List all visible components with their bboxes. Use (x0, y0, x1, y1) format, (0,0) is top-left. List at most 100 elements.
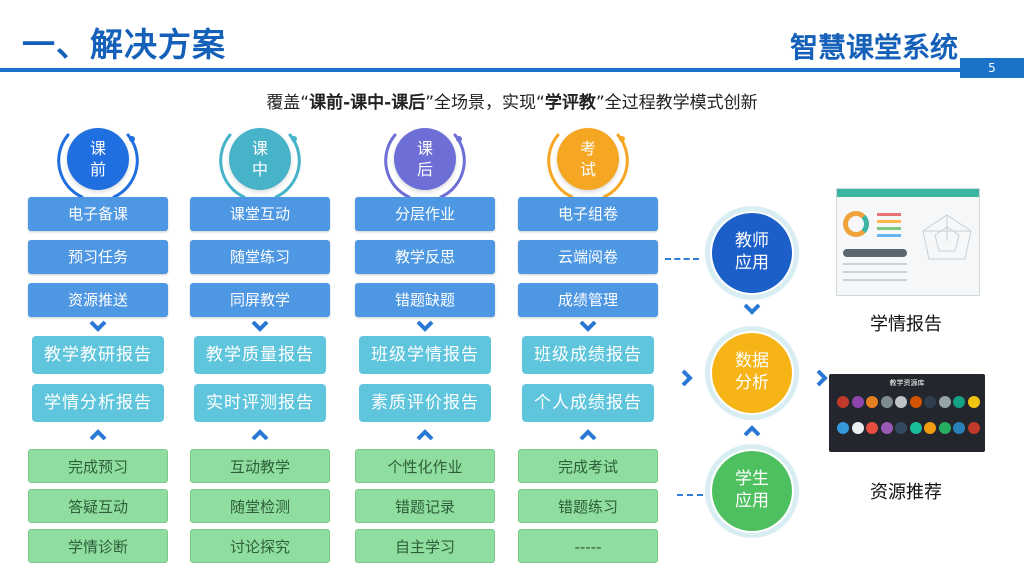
resource-caption: 资源推荐 (870, 482, 942, 503)
phase-circle[interactable]: 课后 (394, 128, 456, 190)
phase-ring-arc (57, 133, 139, 199)
phase-circle-char: 课 (89, 139, 106, 158)
student-task-box[interactable]: 互动教学 (190, 449, 330, 483)
chevron-down-icon (579, 320, 597, 332)
resource-thumb-dot (909, 422, 922, 434)
resource-thumb-title: 教学资源库 (889, 379, 925, 387)
report-box[interactable]: 学情分析报告 (32, 384, 164, 422)
resource-thumb-dot (866, 422, 878, 434)
phase-circle[interactable]: 考试 (557, 128, 619, 190)
resource-thumb-dot (953, 422, 965, 434)
chevron-down-icon (89, 320, 107, 332)
resource-thumb-dot (837, 396, 849, 408)
chevron-down-icon (251, 320, 269, 332)
teacher-app-circle[interactable]: 教师 应用 (712, 213, 792, 293)
student-task-box[interactable]: 错题记录 (355, 489, 495, 523)
report-box[interactable]: 实时评测报告 (194, 384, 326, 422)
student-task-box[interactable]: 学情诊断 (28, 529, 168, 563)
resource-thumb-dot (895, 422, 907, 434)
header-divider (0, 68, 960, 72)
resource-thumb-dot (967, 396, 980, 408)
resource-thumb-dot (924, 396, 936, 408)
resource-thumb-dot (880, 422, 893, 434)
data-analysis-circle[interactable]: 数据 分析 (712, 333, 792, 413)
phase-circle-char: 试 (579, 160, 596, 179)
resource-thumb-dot (866, 396, 878, 408)
student-task-box[interactable]: ----- (518, 529, 658, 563)
resource-thumb-dot (953, 396, 965, 408)
chevron-up-icon (743, 425, 761, 437)
phase-circle-char: 课 (251, 139, 268, 158)
feature-box[interactable]: 预习任务 (28, 240, 168, 274)
report-box[interactable]: 教学质量报告 (194, 336, 326, 374)
feature-box[interactable]: 电子备课 (28, 197, 168, 231)
chevron-down-icon (416, 320, 434, 332)
phase-circle-char: 前 (89, 160, 106, 179)
phase-circle-char: 课 (416, 139, 433, 158)
resource-thumb-dot (938, 422, 951, 434)
report-box[interactable]: 班级成绩报告 (522, 336, 654, 374)
subtitle-flow: 学评教 (544, 93, 596, 113)
resource-thumb-dot (967, 422, 980, 434)
student-connector (677, 494, 703, 496)
feature-box[interactable]: 错题缺题 (355, 283, 495, 317)
chevron-right-icon (681, 369, 693, 387)
feature-box[interactable]: 云端阅卷 (518, 240, 658, 274)
student-task-box[interactable]: 讨论探究 (190, 529, 330, 563)
report-box[interactable]: 素质评价报告 (359, 384, 491, 422)
teacher-connector (665, 258, 699, 260)
subtitle-phases: 课前-课中-课后 (309, 93, 426, 113)
student-task-box[interactable]: 答疑互动 (28, 489, 168, 523)
chevron-up-icon (89, 429, 107, 441)
report-screenshot-thumbnail[interactable] (836, 188, 980, 296)
student-task-box[interactable]: 完成预习 (28, 449, 168, 483)
student-task-box[interactable]: 个性化作业 (355, 449, 495, 483)
student-task-box[interactable]: 随堂检测 (190, 489, 330, 523)
resource-thumb-dot (851, 396, 864, 408)
teacher-app-label-1: 教师 (735, 231, 769, 251)
resource-thumb-dot (909, 396, 922, 408)
resource-thumb-dot (837, 422, 849, 434)
feature-box[interactable]: 教学反思 (355, 240, 495, 274)
resource-thumb-dot (880, 396, 893, 408)
student-task-box[interactable]: 自主学习 (355, 529, 495, 563)
resource-screenshot-thumbnail[interactable]: 教学资源库 (829, 374, 985, 452)
teacher-app-label-2: 应用 (735, 253, 769, 273)
resource-thumb-dot (938, 396, 951, 408)
report-box[interactable]: 个人成绩报告 (522, 384, 654, 422)
phase-circle[interactable]: 课中 (229, 128, 291, 190)
chevron-right-icon (816, 369, 828, 387)
feature-box[interactable]: 资源推送 (28, 283, 168, 317)
page-title: 一、解决方案 (22, 25, 226, 64)
report-box[interactable]: 班级学情报告 (359, 336, 491, 374)
subtitle-post: ”全过程教学模式创新 (595, 93, 758, 113)
page-number: 5 (960, 58, 1024, 78)
resource-thumb-dot (895, 396, 907, 408)
feature-box[interactable]: 同屏教学 (190, 283, 330, 317)
phase-ring-arc (219, 133, 301, 199)
feature-box[interactable]: 电子组卷 (518, 197, 658, 231)
student-task-box[interactable]: 错题练习 (518, 489, 658, 523)
phase-circle-char: 考 (579, 139, 596, 158)
data-analysis-label-1: 数据 (735, 351, 769, 371)
student-task-box[interactable]: 完成考试 (518, 449, 658, 483)
student-app-label-1: 学生 (735, 469, 769, 489)
chevron-up-icon (251, 429, 269, 441)
report-box[interactable]: 教学教研报告 (32, 336, 164, 374)
chevron-up-icon (416, 429, 434, 441)
feature-box[interactable]: 成绩管理 (518, 283, 658, 317)
phase-ring-arc (384, 133, 466, 199)
subtitle-mid: ”全场景，实现“ (425, 93, 545, 113)
feature-box[interactable]: 课堂互动 (190, 197, 330, 231)
subtitle: 覆盖“课前-课中-课后”全场景，实现“学评教”全过程教学模式创新 (0, 88, 1024, 113)
report-caption: 学情报告 (870, 314, 942, 335)
phase-circle[interactable]: 课前 (67, 128, 129, 190)
feature-box[interactable]: 随堂练习 (190, 240, 330, 274)
chevron-up-icon (579, 429, 597, 441)
data-analysis-label-2: 分析 (735, 373, 769, 393)
brand-title: 智慧课堂系统 (789, 31, 958, 64)
student-app-circle[interactable]: 学生 应用 (712, 451, 792, 531)
subtitle-pre: 覆盖“ (266, 93, 310, 113)
phase-circle-char: 后 (416, 160, 433, 179)
feature-box[interactable]: 分层作业 (355, 197, 495, 231)
